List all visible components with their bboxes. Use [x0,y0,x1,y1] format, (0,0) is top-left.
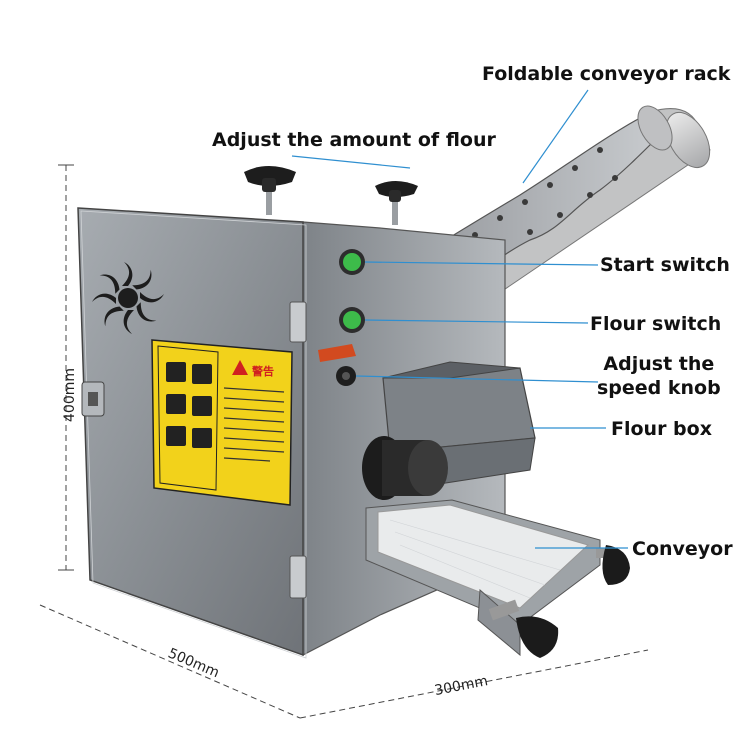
callout-adjust-flour-amount: Adjust the amount of flour [212,129,496,151]
depth-dimension-line [39,604,301,719]
dimension-lines [39,165,649,719]
callout-line-start-switch [364,261,599,266]
conveyor-belt-texture [389,519,561,599]
door-hinges [289,301,307,599]
door-latch-icon [81,381,105,417]
callout-lines [291,89,628,549]
start-switch [339,249,365,275]
flour-adjust-knob-left [244,166,296,215]
sun-vent-icon [92,262,164,334]
warning-label: 警告 [151,339,293,506]
roller-motor [362,436,448,500]
height-dimension-label: 400mm [62,368,78,422]
warning-pictogram-icons [166,362,212,448]
conveyor-knob-front [488,599,559,658]
callout-line-flour-switch [364,319,589,324]
callout-speed-knob-line1: Adjust the [603,353,715,375]
speed-knob [336,366,356,386]
warning-text-lines [223,387,285,462]
callout-line-foldable-rack [522,89,589,184]
flour-box [382,361,536,491]
callout-line-speed-knob [355,375,599,383]
flour-adjust-knob-right [375,181,418,225]
depth-dimension-label: 500mm [166,645,222,681]
callout-conveyor: Conveyor [632,538,733,560]
callout-flour-switch: Flour switch [590,313,722,335]
callout-flour-box: Flour box [611,418,712,440]
callout-start-switch: Start switch [600,254,730,276]
flour-switch [339,307,365,333]
dimension-ticks [58,164,74,571]
conveyor-knob-right [596,545,630,585]
brand-sticker [318,344,356,362]
width-dimension-line [299,649,649,719]
warning-label-title: 警告 [251,364,274,378]
conveyor [365,499,601,657]
warning-triangle-icon [232,360,248,375]
callout-speed-knob: Adjust the speed knob [597,352,721,400]
callout-line-flour-amount [291,155,411,169]
callout-speed-knob-line2: speed knob [597,377,721,399]
callout-foldable-conveyor-rack: Foldable conveyor rack [482,63,731,85]
width-dimension-label: 300mm [433,673,489,699]
